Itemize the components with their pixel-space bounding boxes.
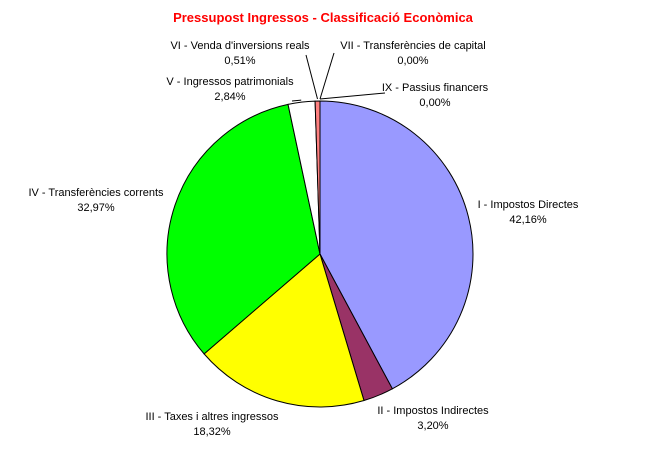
slice-label-7: VII - Transferències de capital (340, 40, 486, 52)
slice-1 (319, 100, 474, 390)
leader-lines (291, 52, 386, 102)
slice-value-6: 0,51% (224, 55, 255, 67)
slice-label-1: I - Impostos Directes (478, 199, 579, 211)
slice-label-8: IX - Passius financers (382, 82, 489, 94)
slice-label-4: IV - Transferències corrents (28, 187, 164, 199)
slice-labels: I - Impostos Directes 42,16% II - Impostos… (28, 40, 578, 438)
slice-3 (203, 253, 365, 408)
slice-label-2: II - Impostos Indirectes (377, 405, 489, 417)
chart-title: Pressupost Ingressos - Classificació Eco… (173, 10, 474, 25)
leader-line-6 (305, 54, 318, 100)
slice-value-7: 0,00% (397, 55, 428, 67)
slice-value-4: 32,97% (77, 202, 115, 214)
slice-value-5: 2,84% (214, 91, 245, 103)
pie-slices (166, 100, 474, 408)
slice-value-1: 42,16% (509, 214, 547, 226)
leader-line-7 (319, 52, 335, 100)
slice-value-2: 3,20% (417, 420, 448, 432)
slice-label-3: III - Taxes i altres ingressos (145, 411, 279, 423)
slice-value-3: 18,32% (193, 426, 231, 438)
slice-label-6: VI - Venda d'inversions reals (170, 40, 310, 52)
leader-line-8 (319, 92, 386, 100)
slice-4 (166, 103, 321, 355)
leader-line-5 (291, 99, 302, 102)
slice-label-5: V - Ingressos patrimonials (166, 76, 294, 88)
slice-value-8: 0,00% (419, 97, 450, 109)
